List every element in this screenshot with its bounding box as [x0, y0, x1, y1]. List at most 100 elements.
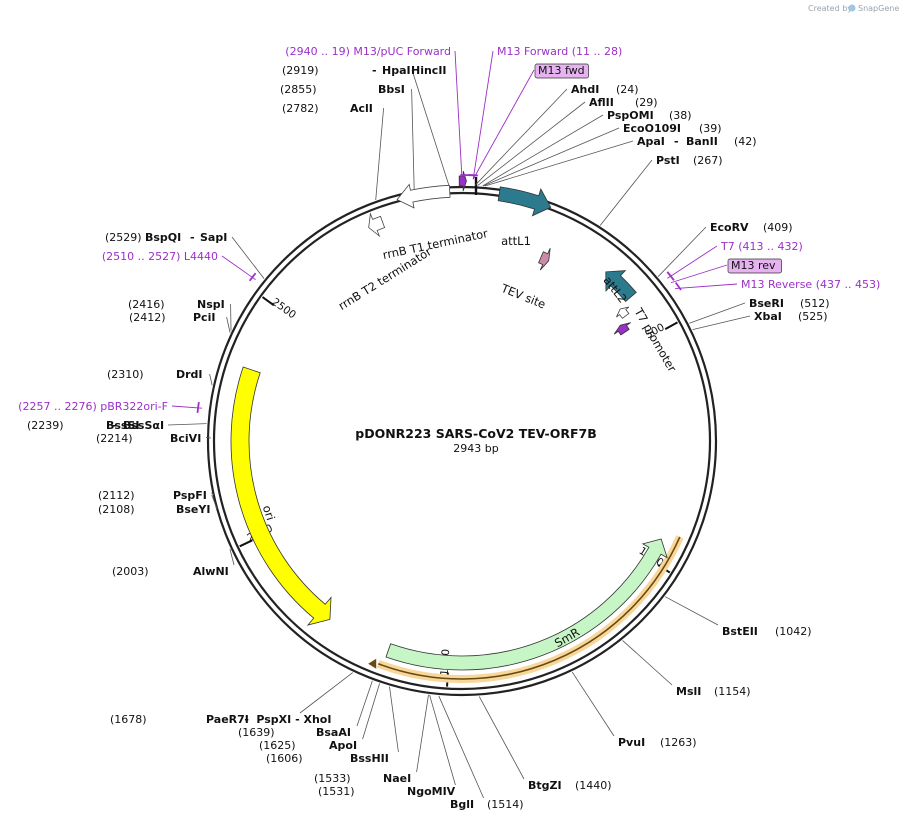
enzyme-name: BstEII	[722, 625, 758, 638]
site-2510-2527-l4440: (2510 .. 2527) L4440	[102, 250, 218, 263]
leader-line	[482, 114, 604, 187]
leader-line	[411, 88, 415, 190]
site-m13-reverse-437-453: M13 Reverse (437 .. 453)	[741, 278, 880, 291]
site-bspqi: (2529)BspQI-SapI	[105, 231, 227, 244]
site-xbai: (525)XbaI	[754, 310, 828, 323]
site-position: (2214)	[96, 432, 133, 445]
leader-line	[389, 686, 399, 753]
leader-line	[675, 283, 738, 290]
feature-label-t7-promoter: T7 promoter	[631, 305, 679, 375]
site-bsteii: (1042)BstEII	[722, 625, 812, 638]
site-leaders	[167, 50, 751, 799]
feature-tev-site	[538, 248, 551, 271]
leader-line	[375, 107, 384, 201]
site-position: (2782)	[282, 102, 319, 115]
enzyme-name: EcoRV	[710, 221, 749, 234]
site-pcii: (2412)PciI	[129, 311, 215, 324]
leader-line	[167, 423, 207, 426]
primer-box-label: M13 fwd	[538, 64, 585, 77]
site-position: (24)	[616, 83, 639, 96]
leader-line	[478, 696, 525, 780]
enzyme-separator: -	[112, 419, 117, 432]
leader-line	[622, 640, 673, 686]
enzyme-name: BseYI	[176, 503, 210, 516]
enzyme-name: NgoMIV	[407, 785, 456, 798]
primer-box	[727, 258, 782, 274]
leader-line	[356, 680, 373, 727]
site-pspomi: (38)PspOMI	[607, 109, 692, 122]
enzyme-name: PstI	[656, 154, 680, 167]
plasmid-length: 2943 bp	[453, 442, 498, 455]
site-position: (2112)	[98, 489, 135, 502]
leader-line	[221, 255, 256, 281]
feature-label-ori: ori	[260, 503, 278, 522]
feature-label-attl1: attL1	[501, 234, 531, 248]
site-position: (1533)	[314, 772, 351, 785]
enzyme-name-2: HpaI	[382, 64, 411, 77]
feature-smr	[385, 538, 668, 671]
primer-label: (2257 .. 2276) pBR322ori-F	[18, 400, 168, 413]
leader-line	[229, 549, 235, 566]
primer-label: T7 (413 .. 432)	[720, 240, 803, 253]
site-position: (2919)	[282, 64, 319, 77]
feature-attl1	[497, 186, 552, 217]
primer-box	[534, 63, 589, 79]
leader-line	[171, 405, 203, 409]
feature-rrnb-t1-terminator	[396, 183, 451, 209]
leader-line	[667, 245, 718, 279]
site-ecoo109i: (39)EcoO109I	[623, 122, 722, 135]
leader-line	[429, 694, 456, 786]
leader-line	[472, 50, 494, 180]
site-2940-19-m13-puc-forward: (2940 .. 19) M13/pUC Forward	[285, 45, 451, 58]
site-psti: (267)PstI	[656, 154, 723, 167]
primer-label: (2510 .. 2527) L4440	[102, 250, 218, 263]
leader-line	[362, 683, 380, 740]
site-position: (1678)	[110, 713, 147, 726]
primer-binding-mark	[248, 272, 257, 282]
enzyme-name: NaeI	[383, 772, 411, 785]
site-nspi: (2416)NspI	[128, 298, 225, 311]
brand-text: SnapGene	[858, 4, 899, 13]
leader-line	[692, 315, 751, 331]
leader-line	[484, 140, 634, 187]
site-position: (2416)	[128, 298, 165, 311]
enzyme-name: AlwNI	[193, 565, 229, 578]
leader-line	[211, 492, 215, 496]
primer-binding-mark	[666, 271, 675, 281]
tick-500	[664, 321, 678, 330]
enzyme-name: BbsI	[378, 83, 405, 96]
leader-line	[411, 69, 450, 186]
site-position: (2529)	[105, 231, 142, 244]
enzyme-name: PciI	[193, 311, 215, 324]
site-t7-413-432: T7 (413 .. 432)	[720, 240, 803, 253]
enzyme-name: BssSI	[106, 419, 140, 432]
primer-binding-mark	[196, 401, 200, 413]
leader-line	[299, 672, 354, 714]
enzyme-separator: -	[244, 713, 249, 726]
feature-orf7b	[613, 322, 631, 336]
leader-line	[231, 236, 265, 279]
site-position: (1625)	[259, 739, 296, 752]
site-position: (1514)	[487, 798, 524, 811]
feature-attl2	[605, 270, 637, 303]
enzyme-name-2: BssSαI	[123, 419, 164, 432]
enzyme-name: PspFI	[173, 489, 207, 502]
feature-t7-promoter	[616, 306, 630, 319]
primer-binding-mark	[674, 282, 682, 291]
site-naei: (1533) NaeI	[314, 772, 411, 785]
site-position: (29)	[635, 96, 658, 109]
site-alwni: (2003)AlwNI	[112, 565, 229, 578]
site-position: (512)	[800, 297, 830, 310]
leader-line	[665, 596, 719, 626]
enzyme-separator: -	[674, 135, 679, 148]
site-m13-forward-11-28: M13 Forward (11 .. 28)	[497, 45, 622, 58]
site-position: (525)	[798, 310, 828, 323]
leader-line	[689, 302, 746, 324]
primer-label: M13 Forward (11 .. 28)	[497, 45, 622, 58]
highlight-strand	[377, 536, 681, 680]
leader-line	[226, 316, 231, 333]
primer-label: M13 Reverse (437 .. 453)	[741, 278, 880, 291]
site-position: (38)	[669, 109, 692, 122]
site-paer7i: (1678)PaeR7I-PspXI - XhoI	[110, 713, 331, 726]
